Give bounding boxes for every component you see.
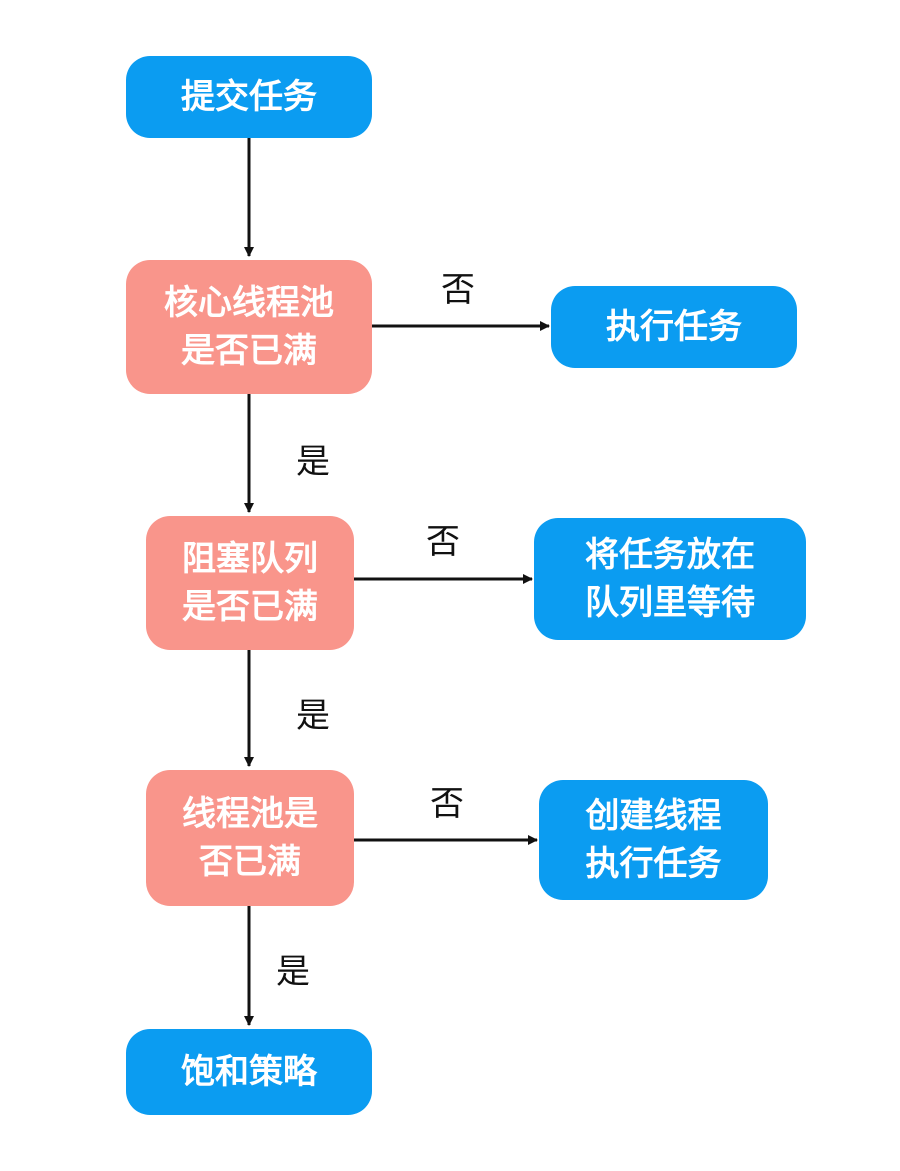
saturation-policy-node: 饱和策略 — [126, 1029, 372, 1115]
queue-full-line-2: 是否已满 — [182, 587, 318, 627]
queue-full-decision: 阻塞队列 是否已满 — [146, 516, 354, 650]
edge-label-yes-queue: 是 — [296, 696, 330, 736]
pool-full-line-2: 否已满 — [199, 842, 301, 882]
pool-full-line-1: 线程池是 — [182, 794, 318, 834]
edge-label-no-core: 否 — [441, 270, 475, 310]
edge-label-yes-core: 是 — [296, 442, 330, 482]
core-pool-full-decision: 核心线程池 是否已满 — [126, 260, 372, 394]
enqueue-task-node: 将任务放在 队列里等待 — [534, 518, 806, 640]
create-thread-line-1: 创建线程 — [585, 796, 722, 836]
edge-label-yes-pool: 是 — [276, 952, 310, 992]
enqueue-task-line-1: 将任务放在 — [585, 535, 755, 575]
edge-label-no-queue: 否 — [426, 522, 460, 562]
submit-task-label: 提交任务 — [181, 77, 317, 117]
queue-full-line-1: 阻塞队列 — [182, 539, 318, 579]
pool-full-decision: 线程池是 否已满 — [146, 770, 354, 906]
saturation-policy-label: 饱和策略 — [181, 1052, 317, 1092]
core-pool-full-line-2: 是否已满 — [181, 331, 317, 371]
execute-task-label: 执行任务 — [606, 307, 742, 347]
edge-label-no-pool: 否 — [430, 784, 464, 824]
core-pool-full-line-1: 核心线程池 — [164, 283, 334, 323]
create-thread-line-2: 执行任务 — [585, 844, 722, 884]
submit-task-node: 提交任务 — [126, 56, 372, 138]
enqueue-task-line-2: 队列里等待 — [585, 583, 755, 623]
execute-task-node: 执行任务 — [551, 286, 797, 368]
create-thread-node: 创建线程 执行任务 — [539, 780, 768, 900]
